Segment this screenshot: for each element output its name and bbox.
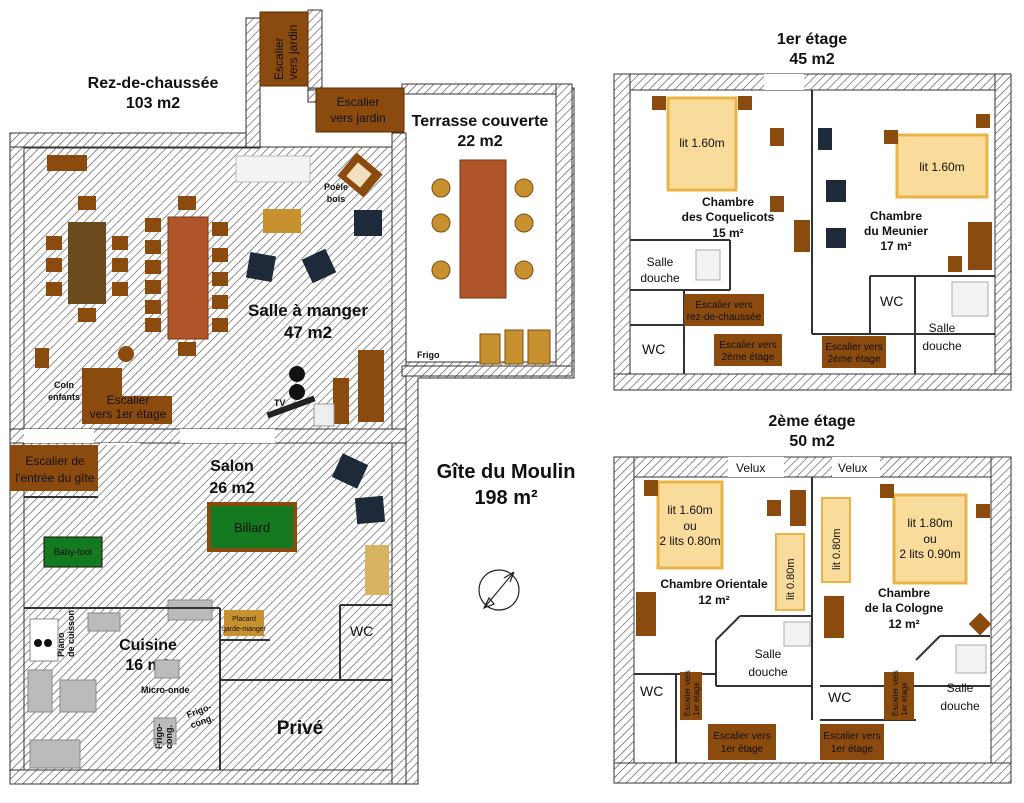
svg-text:lit 0.80m: lit 0.80m <box>831 528 843 570</box>
svg-text:WC: WC <box>640 683 663 699</box>
svg-text:Velux: Velux <box>736 461 765 475</box>
svg-text:Micro-onde: Micro-onde <box>141 685 190 695</box>
svg-text:Billard: Billard <box>234 520 270 535</box>
svg-text:WC: WC <box>642 341 665 357</box>
private-label: Privé <box>277 718 323 739</box>
svg-text:Frigo-cong.: Frigo-cong. <box>154 724 174 750</box>
svg-text:WC: WC <box>828 689 851 705</box>
svg-text:Baby-foot: Baby-foot <box>54 547 93 557</box>
tv-label: TV <box>274 398 286 408</box>
compass-icon <box>479 570 519 610</box>
svg-text:lit 0.80m: lit 0.80m <box>785 558 797 600</box>
svg-text:WC: WC <box>350 623 373 639</box>
svg-text:lit 1.60m: lit 1.60m <box>919 160 964 174</box>
svg-text:WC: WC <box>880 293 903 309</box>
terrace-fridge-label: Frigo <box>417 350 440 360</box>
svg-text:Velux: Velux <box>838 461 867 475</box>
svg-text:lit 1.60m: lit 1.60m <box>679 136 724 150</box>
terrace-table <box>460 160 506 298</box>
